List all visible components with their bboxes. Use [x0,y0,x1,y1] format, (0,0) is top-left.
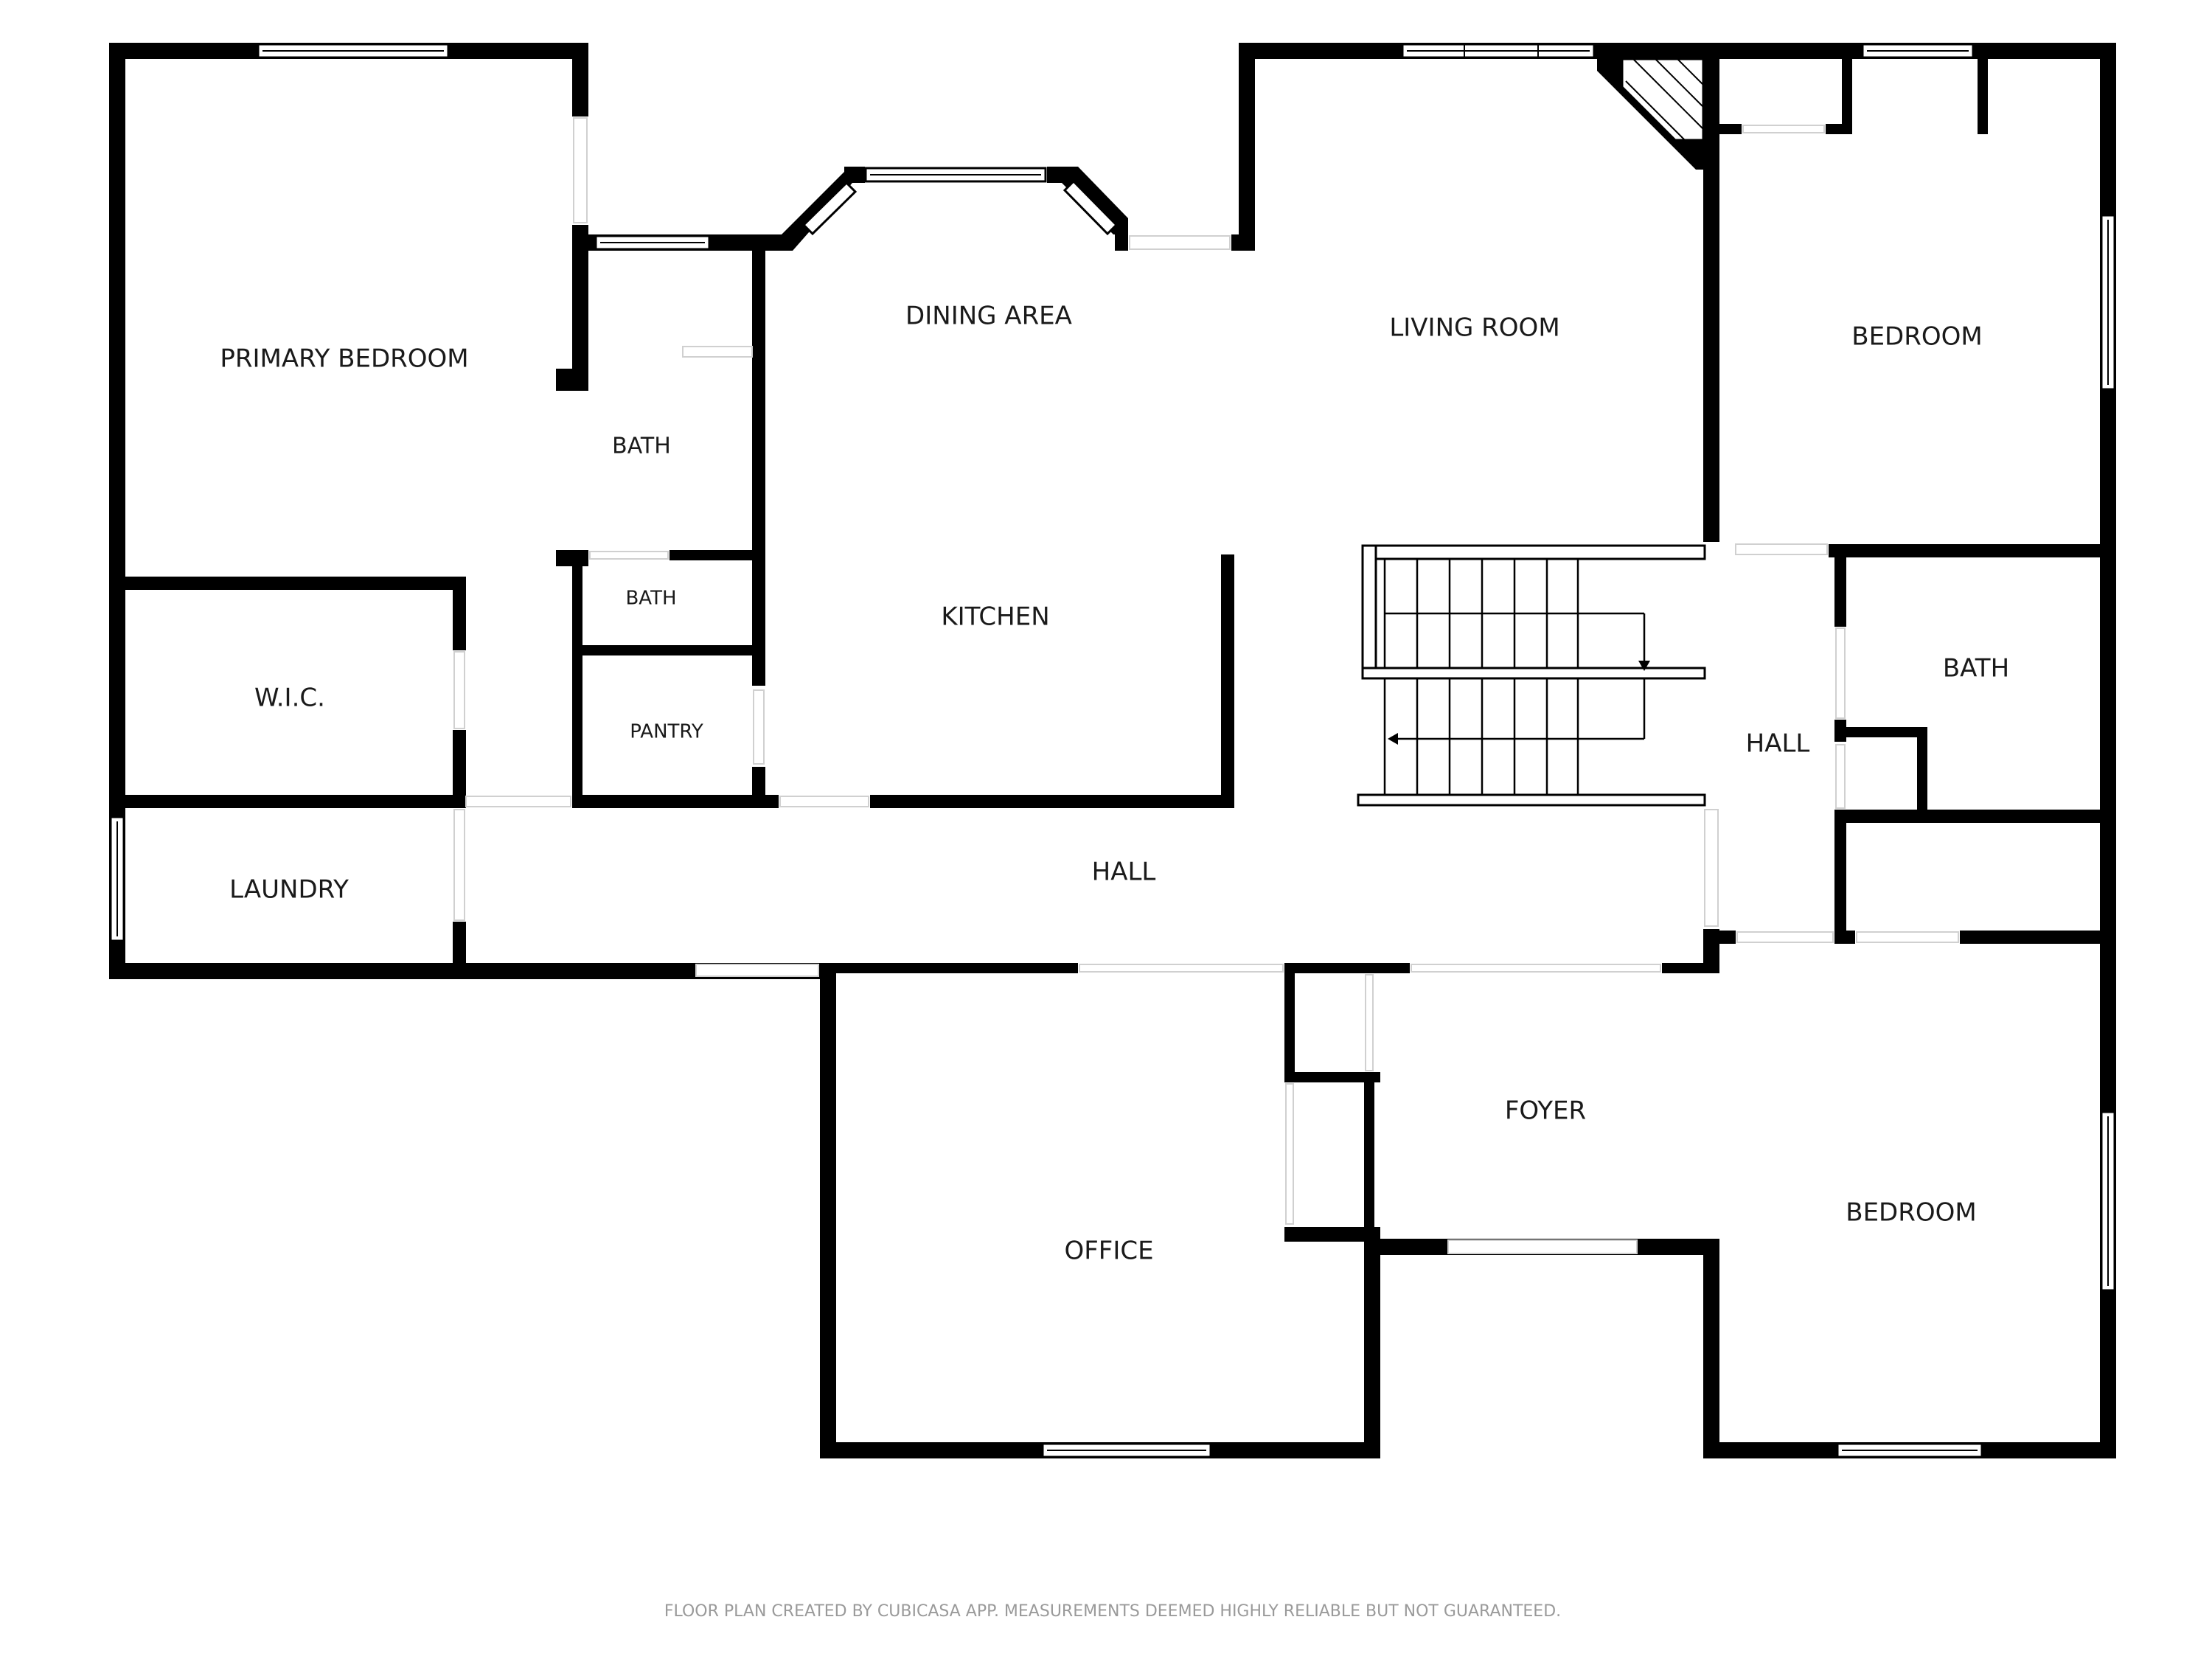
label-living-room: LIVING ROOM [1389,313,1559,343]
label-foyer: FOYER [1505,1096,1586,1126]
label-bath-half: BATH [625,588,676,610]
label-pantry: PANTRY [630,721,703,743]
footer-disclaimer: FLOOR PLAN CREATED BY CUBICASA APP. MEAS… [664,1602,1561,1621]
label-hall-main: HALL [1092,858,1156,887]
label-hall-right: HALL [1746,729,1810,759]
label-dining-area: DINING AREA [905,302,1072,331]
label-wic: W.I.C. [254,684,325,713]
staircase [1357,544,1706,807]
label-laundry: LAUNDRY [229,875,349,905]
room-labels: PRIMARY BEDROOM BATH BATH W.I.C. PANTRY … [220,302,2009,1266]
label-bedroom-bottom: BEDROOM [1846,1198,1976,1228]
label-primary-bedroom: PRIMARY BEDROOM [220,344,468,374]
label-bath-primary: BATH [612,434,671,459]
door-openings [453,117,1959,1254]
label-bath-right: BATH [1943,654,2009,684]
label-bedroom-top: BEDROOM [1851,322,1982,352]
label-office: OFFICE [1064,1237,1153,1266]
label-kitchen: KITCHEN [941,602,1049,632]
fireplace [1621,58,1705,142]
windows [109,43,2116,1458]
